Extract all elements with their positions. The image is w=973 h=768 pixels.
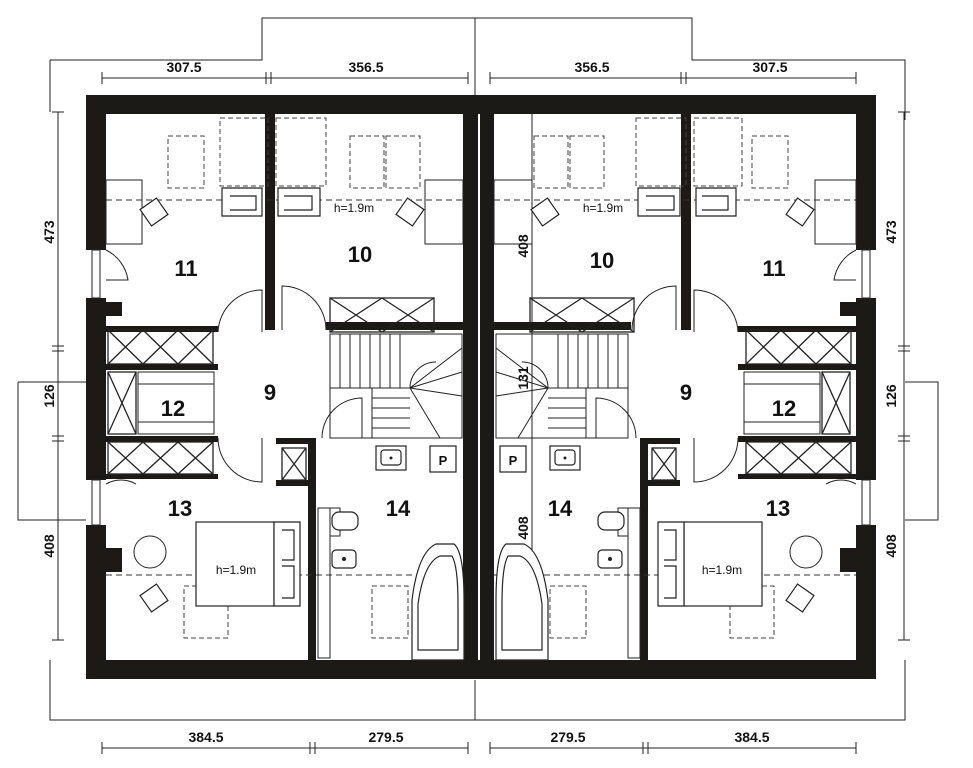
- room-labels: 11 10 9 12 13 14 10 11 9 12 14 13: [161, 242, 796, 521]
- stairs: [329, 333, 629, 439]
- windows: [91, 249, 871, 572]
- room-9-left: 9: [264, 380, 276, 405]
- dim-bottom-2: 279.5: [368, 729, 403, 745]
- dim-left-lower: 408: [41, 534, 57, 558]
- room-11-right: 11: [762, 256, 785, 281]
- room-13-left: 13: [168, 496, 192, 521]
- headroom-label-top-right: h=1.9m: [583, 201, 623, 215]
- room-11-left: 11: [174, 256, 197, 281]
- dim-left-upper: 473: [41, 220, 57, 244]
- headroom-labels: h=1.9m h=1.9m h=1.9m h=1.9m: [216, 201, 742, 577]
- room-12-left: 12: [161, 396, 185, 421]
- room-12-right: 12: [772, 396, 796, 421]
- dim-bottom-4: 384.5: [734, 729, 769, 745]
- dim-top-3: 356.5: [574, 59, 609, 75]
- furniture: [105, 117, 857, 659]
- p-symbol-left: P: [439, 453, 448, 468]
- bathroom-fixtures: [331, 445, 625, 661]
- dim-right-upper: 473: [883, 220, 899, 244]
- dim-right-middle: 126: [883, 384, 899, 408]
- dim-top-1: 307.5: [166, 59, 201, 75]
- exterior-walls: [86, 95, 876, 679]
- room-14-right: 14: [548, 496, 573, 521]
- headroom-label-bottom-right: h=1.9m: [702, 563, 742, 577]
- room-9-right: 9: [680, 380, 692, 405]
- dim-top-2: 356.5: [348, 59, 383, 75]
- dim-inner-lower: 408: [515, 516, 531, 540]
- headroom-label-bottom-left: h=1.9m: [216, 563, 256, 577]
- room-10-left: 10: [348, 242, 372, 267]
- dim-bottom-3: 279.5: [550, 729, 585, 745]
- wardrobes: [107, 297, 852, 481]
- interior-walls: [106, 114, 856, 660]
- dim-left-middle: 126: [41, 384, 57, 408]
- headroom-label-top-left: h=1.9m: [334, 201, 374, 215]
- dim-top-4: 307.5: [752, 59, 787, 75]
- p-symbol-right: P: [509, 453, 518, 468]
- p-symbols: P P: [439, 453, 518, 468]
- dim-bottom-1: 384.5: [188, 729, 223, 745]
- dim-right-lower: 408: [883, 534, 899, 558]
- doors: [105, 249, 857, 485]
- room-14-left: 14: [386, 496, 411, 521]
- room-10-right: 10: [590, 248, 614, 273]
- dim-inner-stair: 131: [515, 366, 531, 390]
- room-13-right: 13: [766, 496, 790, 521]
- roof-outline: [17, 17, 939, 721]
- dimension-labels: 307.5 356.5 356.5 307.5 384.5 279.5 279.…: [41, 59, 899, 745]
- dim-inner-upper: 408: [515, 234, 531, 258]
